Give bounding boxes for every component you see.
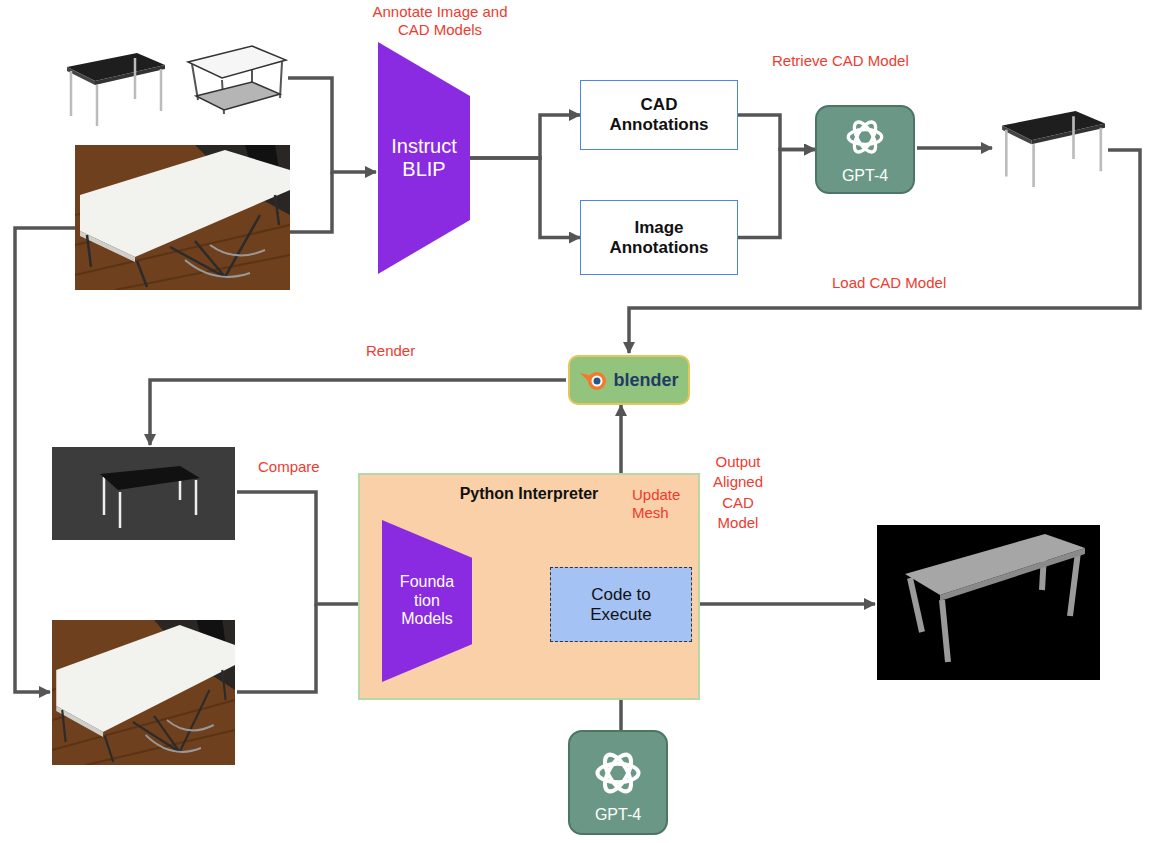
blender-logo: [579, 368, 609, 392]
logo-loop: [850, 119, 880, 155]
model-trapezoid: Instruct BLIP: [378, 42, 470, 274]
trapezoid-fill: [378, 42, 470, 274]
trapezoid-fill: [382, 520, 472, 682]
flow-arrow: [15, 228, 75, 692]
node-text: CAD Annotations: [603, 95, 715, 134]
flow-connector: [738, 115, 815, 150]
flow-arrow: [288, 78, 376, 172]
cad-model-figure: [67, 53, 165, 126]
node-text: Instruct BLIP: [383, 135, 465, 181]
edge-label: Update Mesh: [632, 486, 692, 522]
node-text: Python Interpreter: [460, 485, 599, 503]
annotation-box: Image Annotations: [580, 200, 738, 275]
logo-ring: [588, 372, 606, 390]
step-label: Annotate Image and CAD Models: [362, 3, 518, 39]
step-label: Load CAD Model: [832, 274, 982, 292]
logo-core: [594, 378, 601, 385]
logo-loop: [600, 751, 636, 796]
output-background: [877, 525, 1100, 680]
table-top: [905, 534, 1085, 595]
renderer-box: blender: [568, 355, 690, 405]
logo-inner: [592, 376, 603, 387]
node-text: Image Annotations: [603, 218, 715, 257]
table-shelf: [196, 82, 280, 110]
node-text: Code to Execute: [579, 585, 663, 624]
node-text: blender: [613, 370, 678, 391]
gpt-logo: [591, 746, 645, 800]
rendered-image: [52, 447, 235, 540]
node-text: Founda tion Models: [394, 573, 460, 628]
node-text: GPT-4: [595, 806, 641, 824]
render-background: [52, 447, 235, 540]
step-label: Render: [366, 342, 446, 360]
logo-loop: [850, 119, 880, 155]
step-label: Output Aligned CAD Model: [706, 452, 770, 533]
logo-loop: [600, 751, 636, 796]
node-text: GPT-4: [842, 167, 888, 185]
flow-connector: [470, 158, 580, 238]
flow-arrow: [692, 602, 875, 606]
flow-line: [290, 172, 332, 232]
output-image: [877, 525, 1100, 680]
table-top: [100, 466, 200, 490]
code-box: Code to Execute: [550, 567, 692, 642]
cad-model-figure: [188, 46, 286, 114]
flow-arrow: [917, 146, 992, 150]
model-trapezoid: Founda tion Models: [382, 520, 472, 682]
step-label: Compare: [258, 458, 348, 476]
flow-connector: [470, 115, 580, 158]
llm-box: GPT-4: [568, 730, 668, 835]
llm-box: GPT-4: [815, 105, 915, 194]
retrieved-cad-figure: [1002, 111, 1105, 187]
input-photo: [52, 620, 235, 765]
gpt-logo: [843, 115, 887, 159]
flow-arrow: [150, 380, 566, 445]
flow-connector: [738, 150, 815, 238]
step-label: Retrieve CAD Model: [772, 52, 952, 70]
table-top: [188, 46, 286, 78]
flow-line: [237, 604, 316, 692]
annotation-box: CAD Annotations: [580, 80, 738, 150]
flow-wires: [15, 78, 1140, 692]
input-photo: [75, 145, 290, 290]
